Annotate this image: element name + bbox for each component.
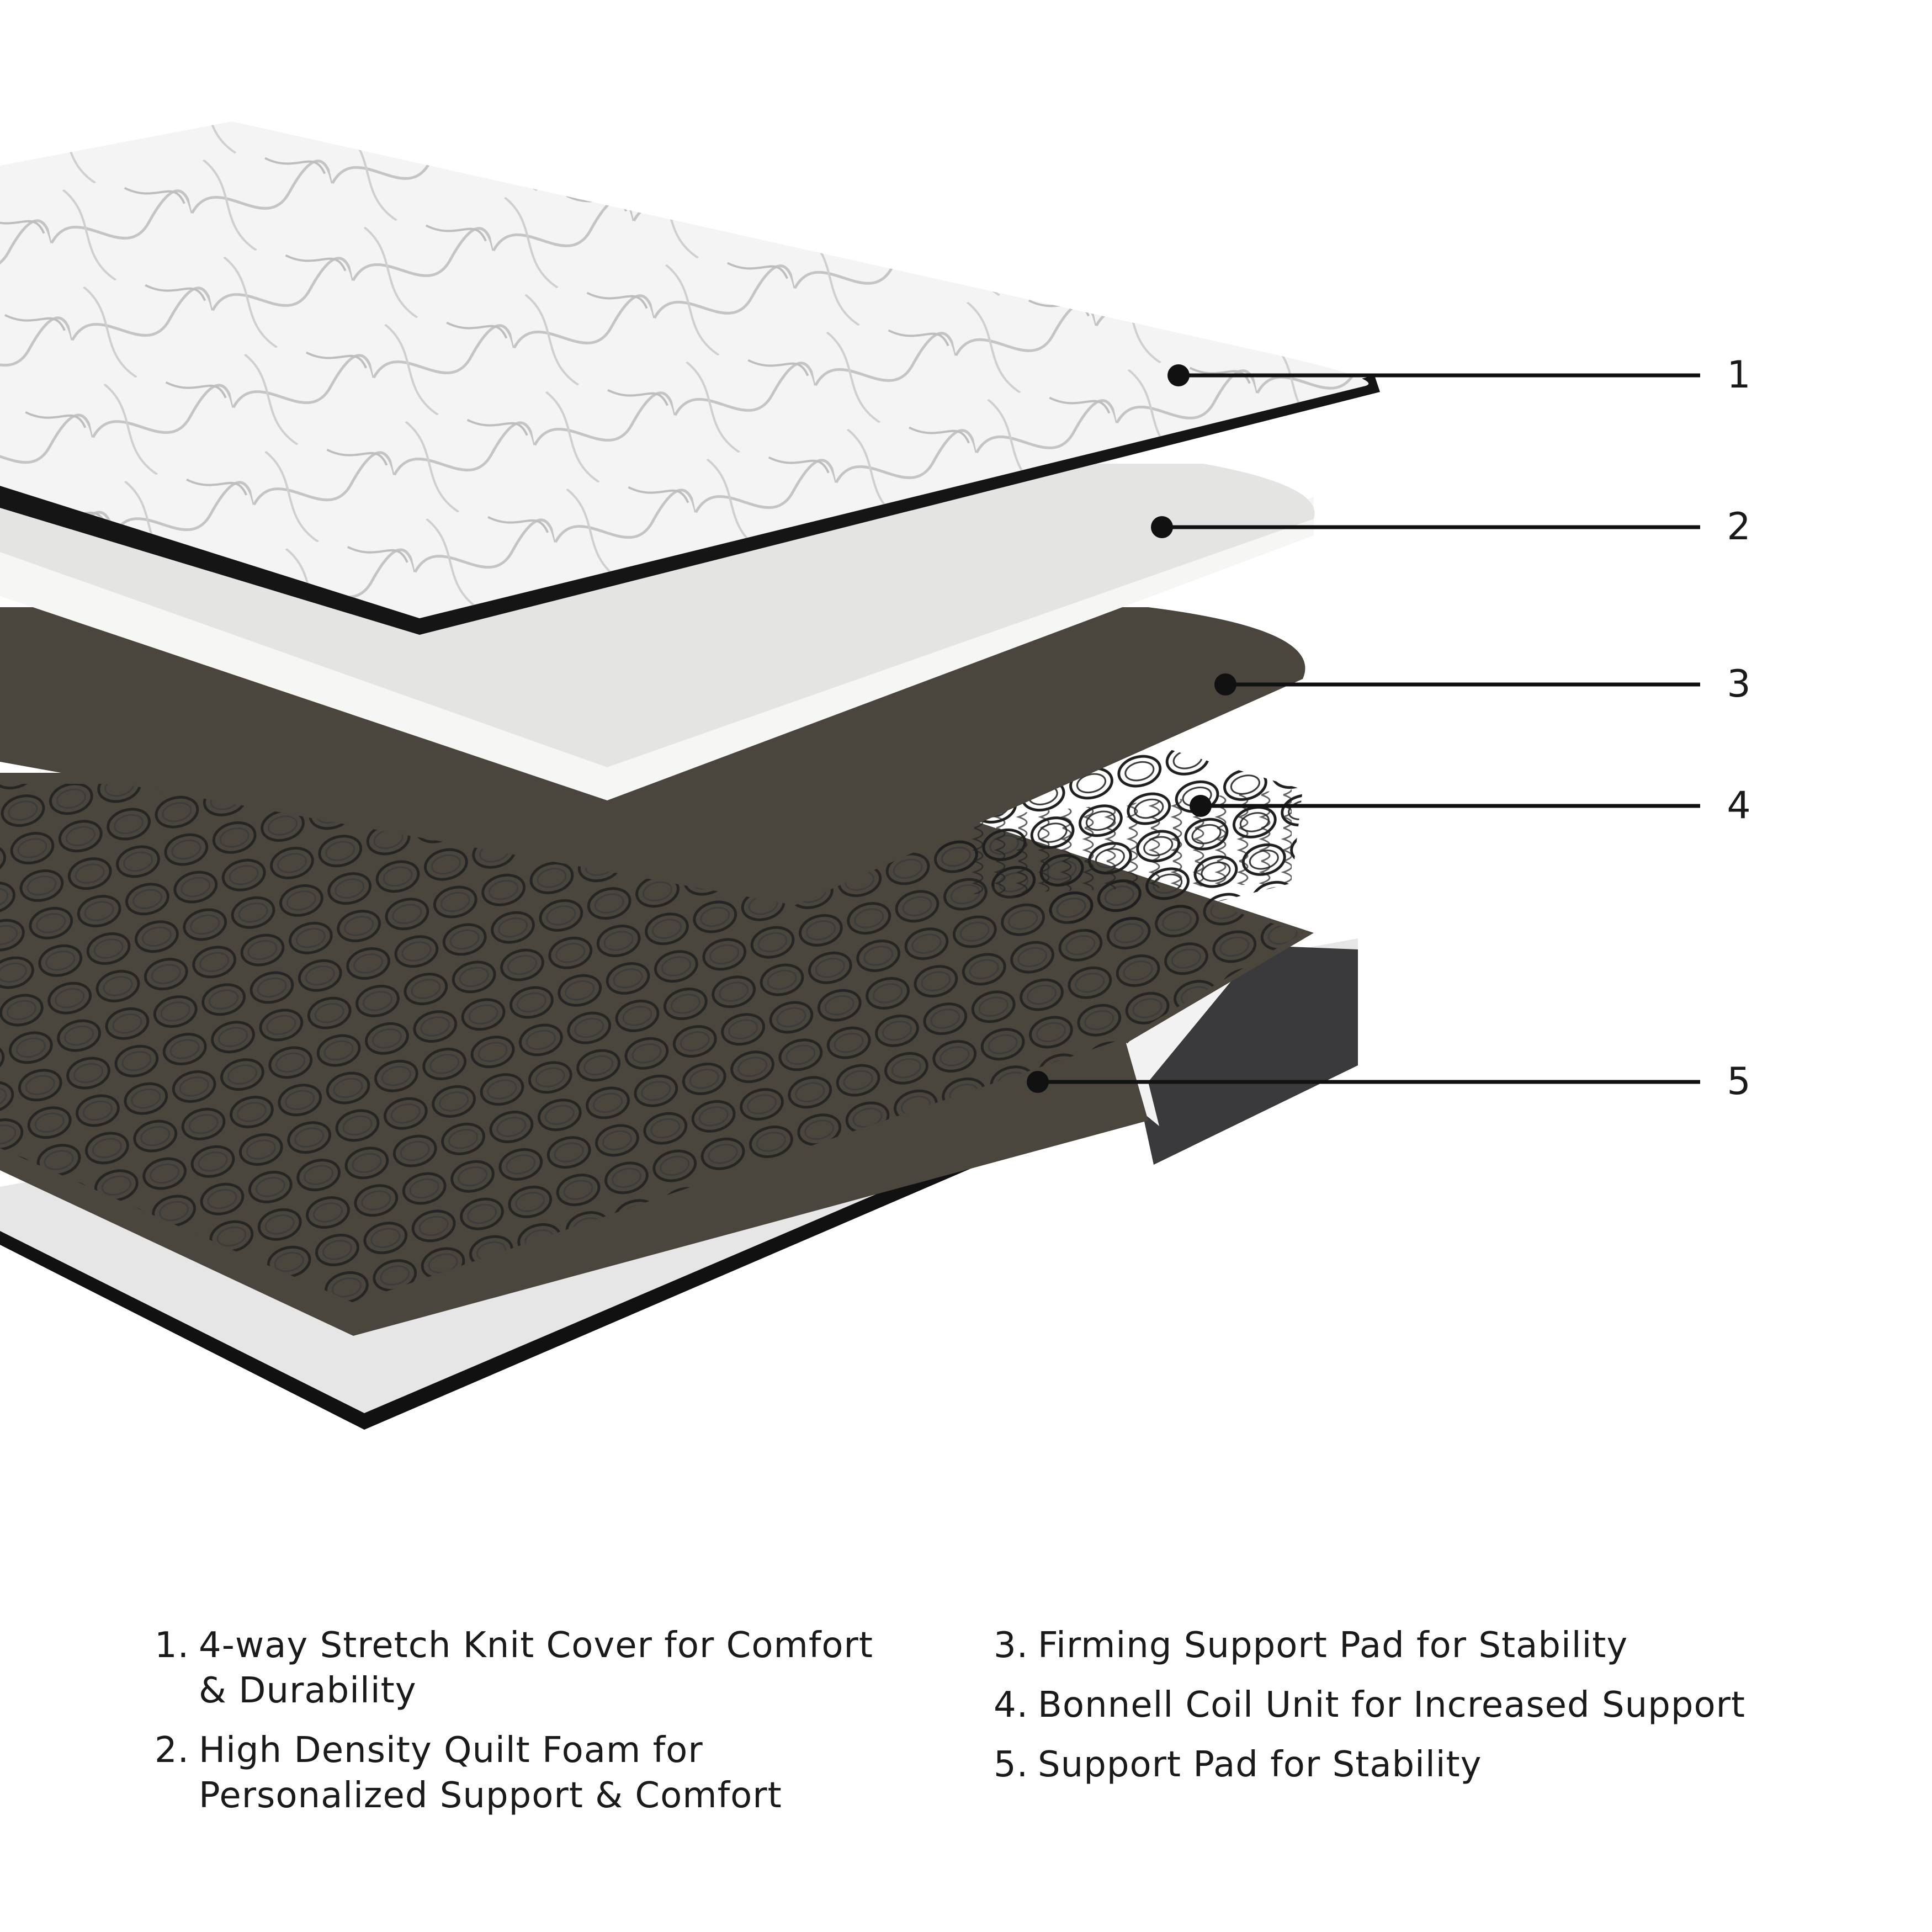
legend-item-3-number: 3. xyxy=(994,1625,1029,1666)
callout-number-5: 5 xyxy=(1727,1060,1751,1103)
legend-item-1-line-1: 4-way Stretch Knit Cover for Comfort xyxy=(199,1625,873,1666)
callout-number-2: 2 xyxy=(1727,505,1751,549)
layer-1-knit-cover xyxy=(0,121,1380,635)
legend-item-2: 2. High Density Quilt Foam for Personali… xyxy=(155,1728,983,1818)
cover-quilt-pattern xyxy=(0,121,1369,618)
legend-item-4-number: 4. xyxy=(994,1685,1029,1726)
legend-item-3: 3. Firming Support Pad for Stability xyxy=(994,1623,1904,1668)
callout-number-1: 1 xyxy=(1727,353,1751,397)
leader-1 xyxy=(1167,364,1700,386)
callout-leaders xyxy=(1027,364,1700,1093)
leader-2 xyxy=(1151,516,1700,538)
legend-item-5-number: 5. xyxy=(994,1744,1029,1785)
callout-number-4: 4 xyxy=(1727,784,1751,827)
coil-grid xyxy=(0,784,1303,1303)
legend-item-2-text: High Density Quilt Foam for Personalized… xyxy=(199,1728,983,1818)
leader-5 xyxy=(1027,1071,1700,1093)
leader-4 xyxy=(1190,795,1700,817)
callout-number-3: 3 xyxy=(1727,662,1751,706)
legend-item-2-line-2: Personalized Support & Comfort xyxy=(199,1775,782,1816)
legend-left-column: 1. 4-way Stretch Knit Cover for Comfort … xyxy=(155,1623,983,1833)
legend-item-2-number: 2. xyxy=(155,1730,190,1771)
legend-item-1-number: 1. xyxy=(155,1625,190,1666)
legend-item-5: 5. Support Pad for Stability xyxy=(994,1742,1904,1787)
legend-item-1: 1. 4-way Stretch Knit Cover for Comfort … xyxy=(155,1623,983,1713)
legend-item-1-line-2: & Durability xyxy=(199,1670,417,1711)
legend-item-5-text: Support Pad for Stability xyxy=(1038,1744,1482,1785)
legend-item-4-text: Bonnell Coil Unit for Increased Support xyxy=(1038,1685,1745,1726)
legend-right-column: 3. Firming Support Pad for Stability 4. … xyxy=(994,1623,1904,1802)
legend-item-2-line-1: High Density Quilt Foam for xyxy=(199,1730,703,1771)
leader-3 xyxy=(1214,673,1700,696)
legend-item-3-text: Firming Support Pad for Stability xyxy=(1038,1625,1628,1666)
legend-item-4: 4. Bonnell Coil Unit for Increased Suppo… xyxy=(994,1682,1904,1728)
layer-5-base xyxy=(0,773,1358,1430)
coil-springs-vertical xyxy=(972,789,1292,894)
legend-item-1-text: 4-way Stretch Knit Cover for Comfort & D… xyxy=(199,1623,983,1713)
